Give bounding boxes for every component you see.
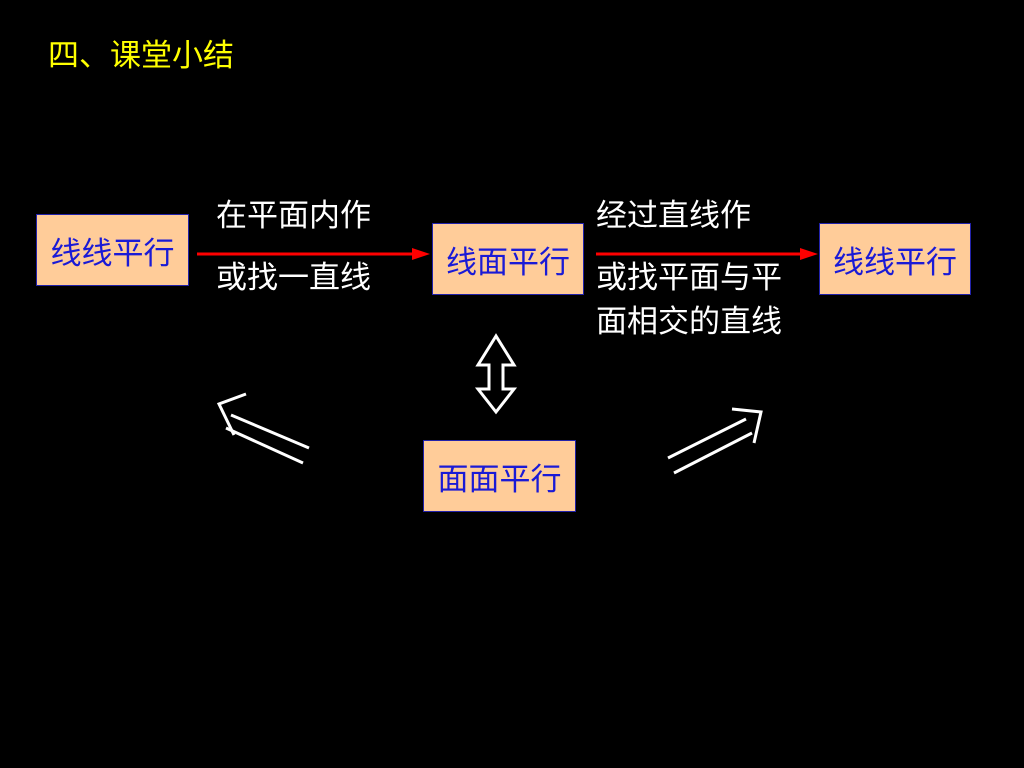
arrow1-top-label: 在平面内作: [216, 198, 371, 234]
box-plane-plane-parallel: 面面平行: [423, 440, 576, 512]
implies-arrow-up-left-icon: [216, 392, 310, 465]
box-line-plane-parallel: 线面平行: [432, 223, 584, 295]
red-arrow-right-icon: [596, 248, 818, 260]
arrow2-bottom-label-line1: 或找平面与平: [596, 260, 782, 296]
double-arrow-up-down-icon: [474, 333, 518, 415]
red-arrow-right-icon: [197, 248, 430, 260]
implies-arrow-up-right-icon: [667, 407, 763, 475]
box-line-line-parallel-right: 线线平行: [819, 223, 971, 295]
arrow2-bottom-label-line2: 面相交的直线: [596, 304, 782, 340]
box-line-line-parallel-left: 线线平行: [36, 214, 189, 286]
arrow2-top-label: 经过直线作: [596, 198, 751, 234]
slide-title: 四、课堂小结: [48, 38, 234, 74]
arrow1-bottom-label: 或找一直线: [216, 260, 371, 296]
